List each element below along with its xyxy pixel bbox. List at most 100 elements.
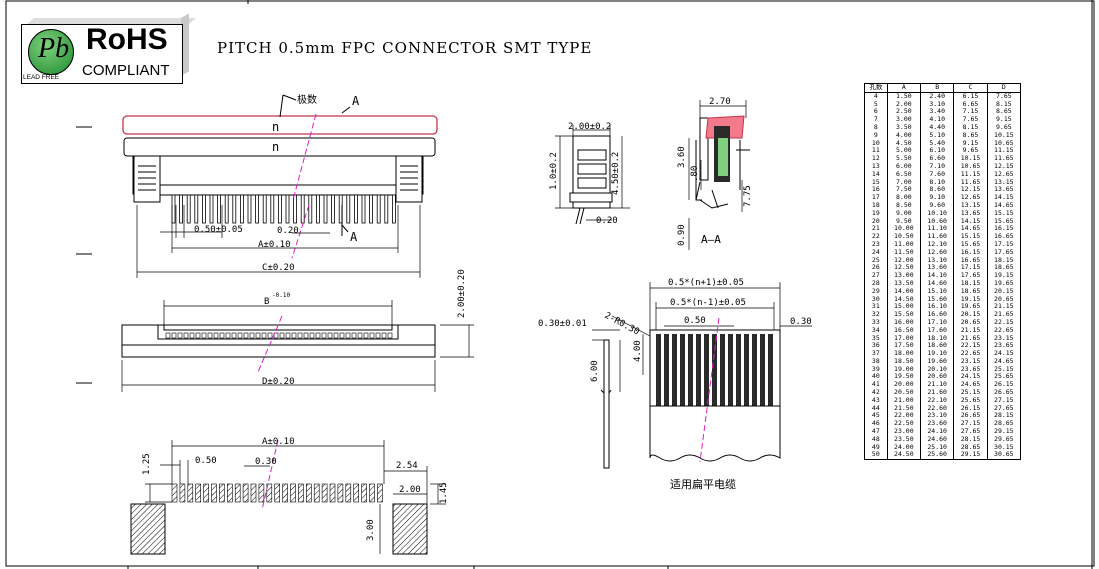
footprint-pad [266, 483, 273, 503]
side-left-dim: 1.0±0.2 [549, 152, 559, 190]
table-cell: 17.50 [886, 341, 921, 351]
table-cell: 24 [871, 247, 880, 256]
fpc-pitch-dim: 0.50 [684, 316, 706, 326]
pin [225, 332, 231, 339]
actuator-outline [122, 115, 438, 135]
footprint-pad [250, 483, 257, 503]
table-cell: 36 [871, 341, 880, 350]
section-label: A—A [701, 233, 721, 246]
side-width-dim: 2.00±0.2 [568, 122, 611, 132]
table-cell: 13.65 [953, 209, 988, 218]
compliant-label: COMPLIANT [82, 62, 170, 79]
table-cell: 25.15 [986, 365, 1021, 374]
pin [351, 332, 357, 339]
pin [321, 332, 327, 339]
n-label-top: n [272, 120, 279, 134]
table-cell: 23.65 [986, 341, 1021, 351]
table-cell: 8.60 [919, 186, 954, 195]
pin [369, 332, 375, 339]
table-cell: 14.50 [886, 295, 921, 304]
pin [315, 194, 320, 224]
table-cell: 25.65 [953, 396, 988, 405]
pin [237, 332, 243, 339]
fpc-len1-dim: 6.00 [590, 360, 600, 382]
table-cell: 6.00 [886, 162, 921, 171]
table-cell: 18 [871, 200, 880, 209]
side-foot-dim: 0.20 [596, 216, 618, 226]
table-cell: 19 [871, 208, 880, 217]
table-cell: 24.00 [886, 443, 921, 452]
table-cell: 23.65 [953, 365, 988, 374]
table-cell: 9.65 [986, 123, 1021, 132]
table-cell: 24.60 [919, 435, 954, 444]
table-cell: 44 [871, 403, 880, 412]
table-cell: 20.60 [919, 373, 954, 382]
footprint-a-dim: A±0.10 [262, 437, 295, 447]
pin [177, 332, 183, 339]
table-cell: 41 [871, 380, 880, 389]
table-cell: 13.60 [919, 264, 954, 273]
table-cell: 8.65 [953, 131, 988, 140]
pin [285, 194, 290, 224]
table-cell: 18.10 [919, 334, 954, 343]
pin [361, 194, 366, 224]
fpc-contact-strip [696, 334, 701, 406]
table-cell: 22.15 [953, 341, 988, 351]
table-cell: 4 [873, 91, 878, 100]
table-cell: 21.65 [953, 334, 988, 343]
drawing-title: PITCH 0.5mm FPC CONNECTOR SMT TYPE [217, 39, 593, 57]
pin [217, 194, 222, 224]
table-cell: 7.00 [886, 178, 921, 187]
table-cell: 17.15 [986, 240, 1021, 249]
pb-mark: Pb [38, 33, 70, 64]
pin [376, 194, 381, 224]
pin [224, 194, 229, 224]
table-cell: 14 [871, 169, 880, 178]
fpc-contact-strip [680, 334, 685, 406]
c-dim: C±0.20 [262, 263, 295, 273]
footprint-pad [171, 483, 178, 503]
table-cell: 6.10 [919, 147, 954, 156]
table-cell: 34 [871, 325, 880, 334]
pin [189, 332, 195, 339]
table-cell: 18.00 [886, 349, 921, 358]
table-cell: 30.65 [986, 450, 1021, 460]
table-cell: 8 [873, 122, 878, 131]
pin [339, 332, 345, 339]
pin [194, 194, 199, 224]
table-cell: 28.65 [953, 443, 988, 452]
table-cell: 1.50 [886, 92, 921, 101]
n-label-body: n [272, 140, 279, 154]
table-cell: 10.65 [986, 139, 1021, 148]
table-cell: 15.15 [986, 209, 1021, 218]
table-cell: 25.60 [919, 450, 954, 460]
table-cell: 11 [871, 146, 880, 155]
table-cell: 14.00 [886, 287, 921, 296]
table-cell: 6.50 [886, 170, 921, 179]
fpc-contact-strip [744, 334, 749, 406]
fpc-contact-strip [656, 334, 661, 406]
pin [201, 194, 206, 224]
pin [179, 194, 184, 224]
pin [333, 332, 339, 339]
section-view: 2.70 3.60 .80 7.75 0.90 A—A [677, 97, 753, 250]
footprint-pad [321, 483, 328, 503]
table-cell: 2.50 [886, 108, 921, 117]
side-view: 2.00±0.2 1.0±0.2 4.50±0.2 0.20 [549, 122, 630, 226]
section-h4: 0.90 [677, 224, 687, 246]
connector-body [123, 137, 436, 157]
fpc-view: 0.5*(n+1)±0.05 0.5*(n-1)±0.05 0.50 0.30 … [538, 278, 812, 491]
table-cell: 46 [871, 419, 880, 428]
table-cell: 8.15 [986, 100, 1021, 109]
pin [213, 332, 219, 339]
table-cell: 7 [873, 115, 878, 124]
